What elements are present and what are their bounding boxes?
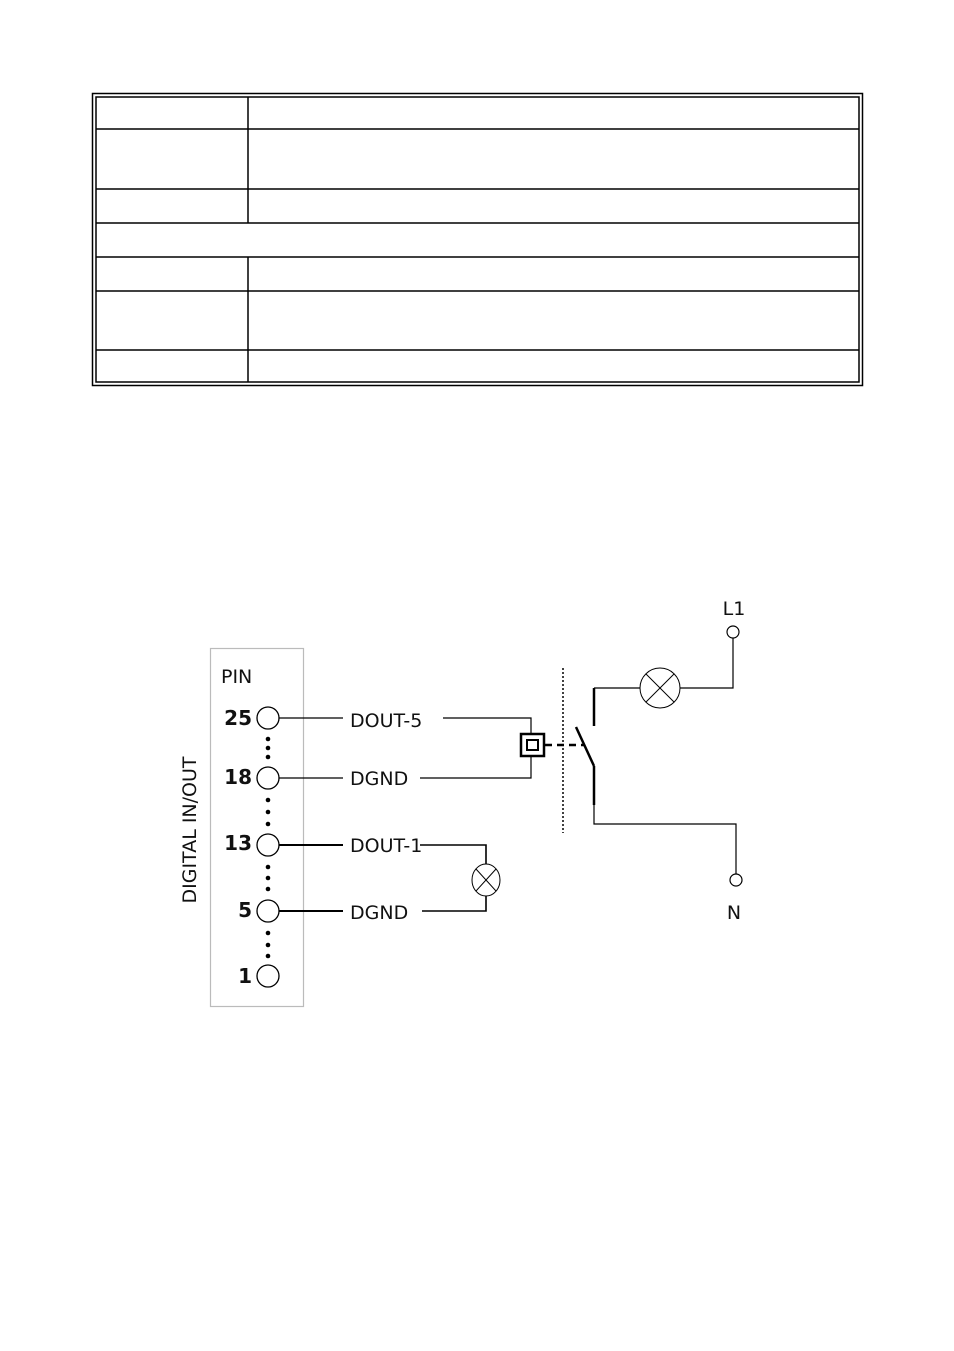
pin-number: 18 [224,765,252,789]
pin-header: PIN [221,666,252,688]
neutral-terminal-icon [729,873,743,887]
pin-ellipsis-dots [265,736,271,959]
lamp-icon-output [471,863,501,897]
l1-terminal-icon [726,625,740,639]
relay-coil-icon [519,732,546,758]
lamp-icon-mains [639,667,681,709]
signal-dgnd-upper: DGND [350,768,408,790]
pin-number: 13 [224,831,252,855]
pin-number: 1 [238,964,252,988]
pin-terminal-icon [256,899,280,923]
pin-13: 13 [224,831,280,857]
pin-terminal-icon [256,706,280,730]
pin-5: 5 [238,898,280,923]
wiring-diagram: DIGITAL IN/OUT PIN 25 18 13 5 1 [179,598,746,1008]
lamp-circuit [279,844,487,912]
signal-dout5: DOUT-5 [350,710,422,732]
pin-terminal-icon [256,766,280,790]
empty-table [91,92,864,387]
pin-number: 5 [238,898,252,922]
signal-dgnd-lower: DGND [350,902,408,924]
l1-label: L1 [723,598,746,620]
relay-circuit [279,717,532,779]
connector-title: DIGITAL IN/OUT [179,756,201,903]
signal-dout1: DOUT-1 [350,835,422,857]
pin-1: 1 [238,964,280,988]
table-outer-border [91,92,864,387]
pin-25: 25 [224,706,280,730]
pin-number: 25 [224,706,252,730]
connector-block [209,647,305,1008]
table-inner-border [95,96,860,383]
pin-terminal-icon [256,833,280,857]
relay-switch-icon [574,638,737,874]
table-row-dividers [96,128,859,351]
pin-18: 18 [224,765,280,790]
pin-terminal-icon [256,964,280,988]
neutral-label: N [727,902,741,924]
